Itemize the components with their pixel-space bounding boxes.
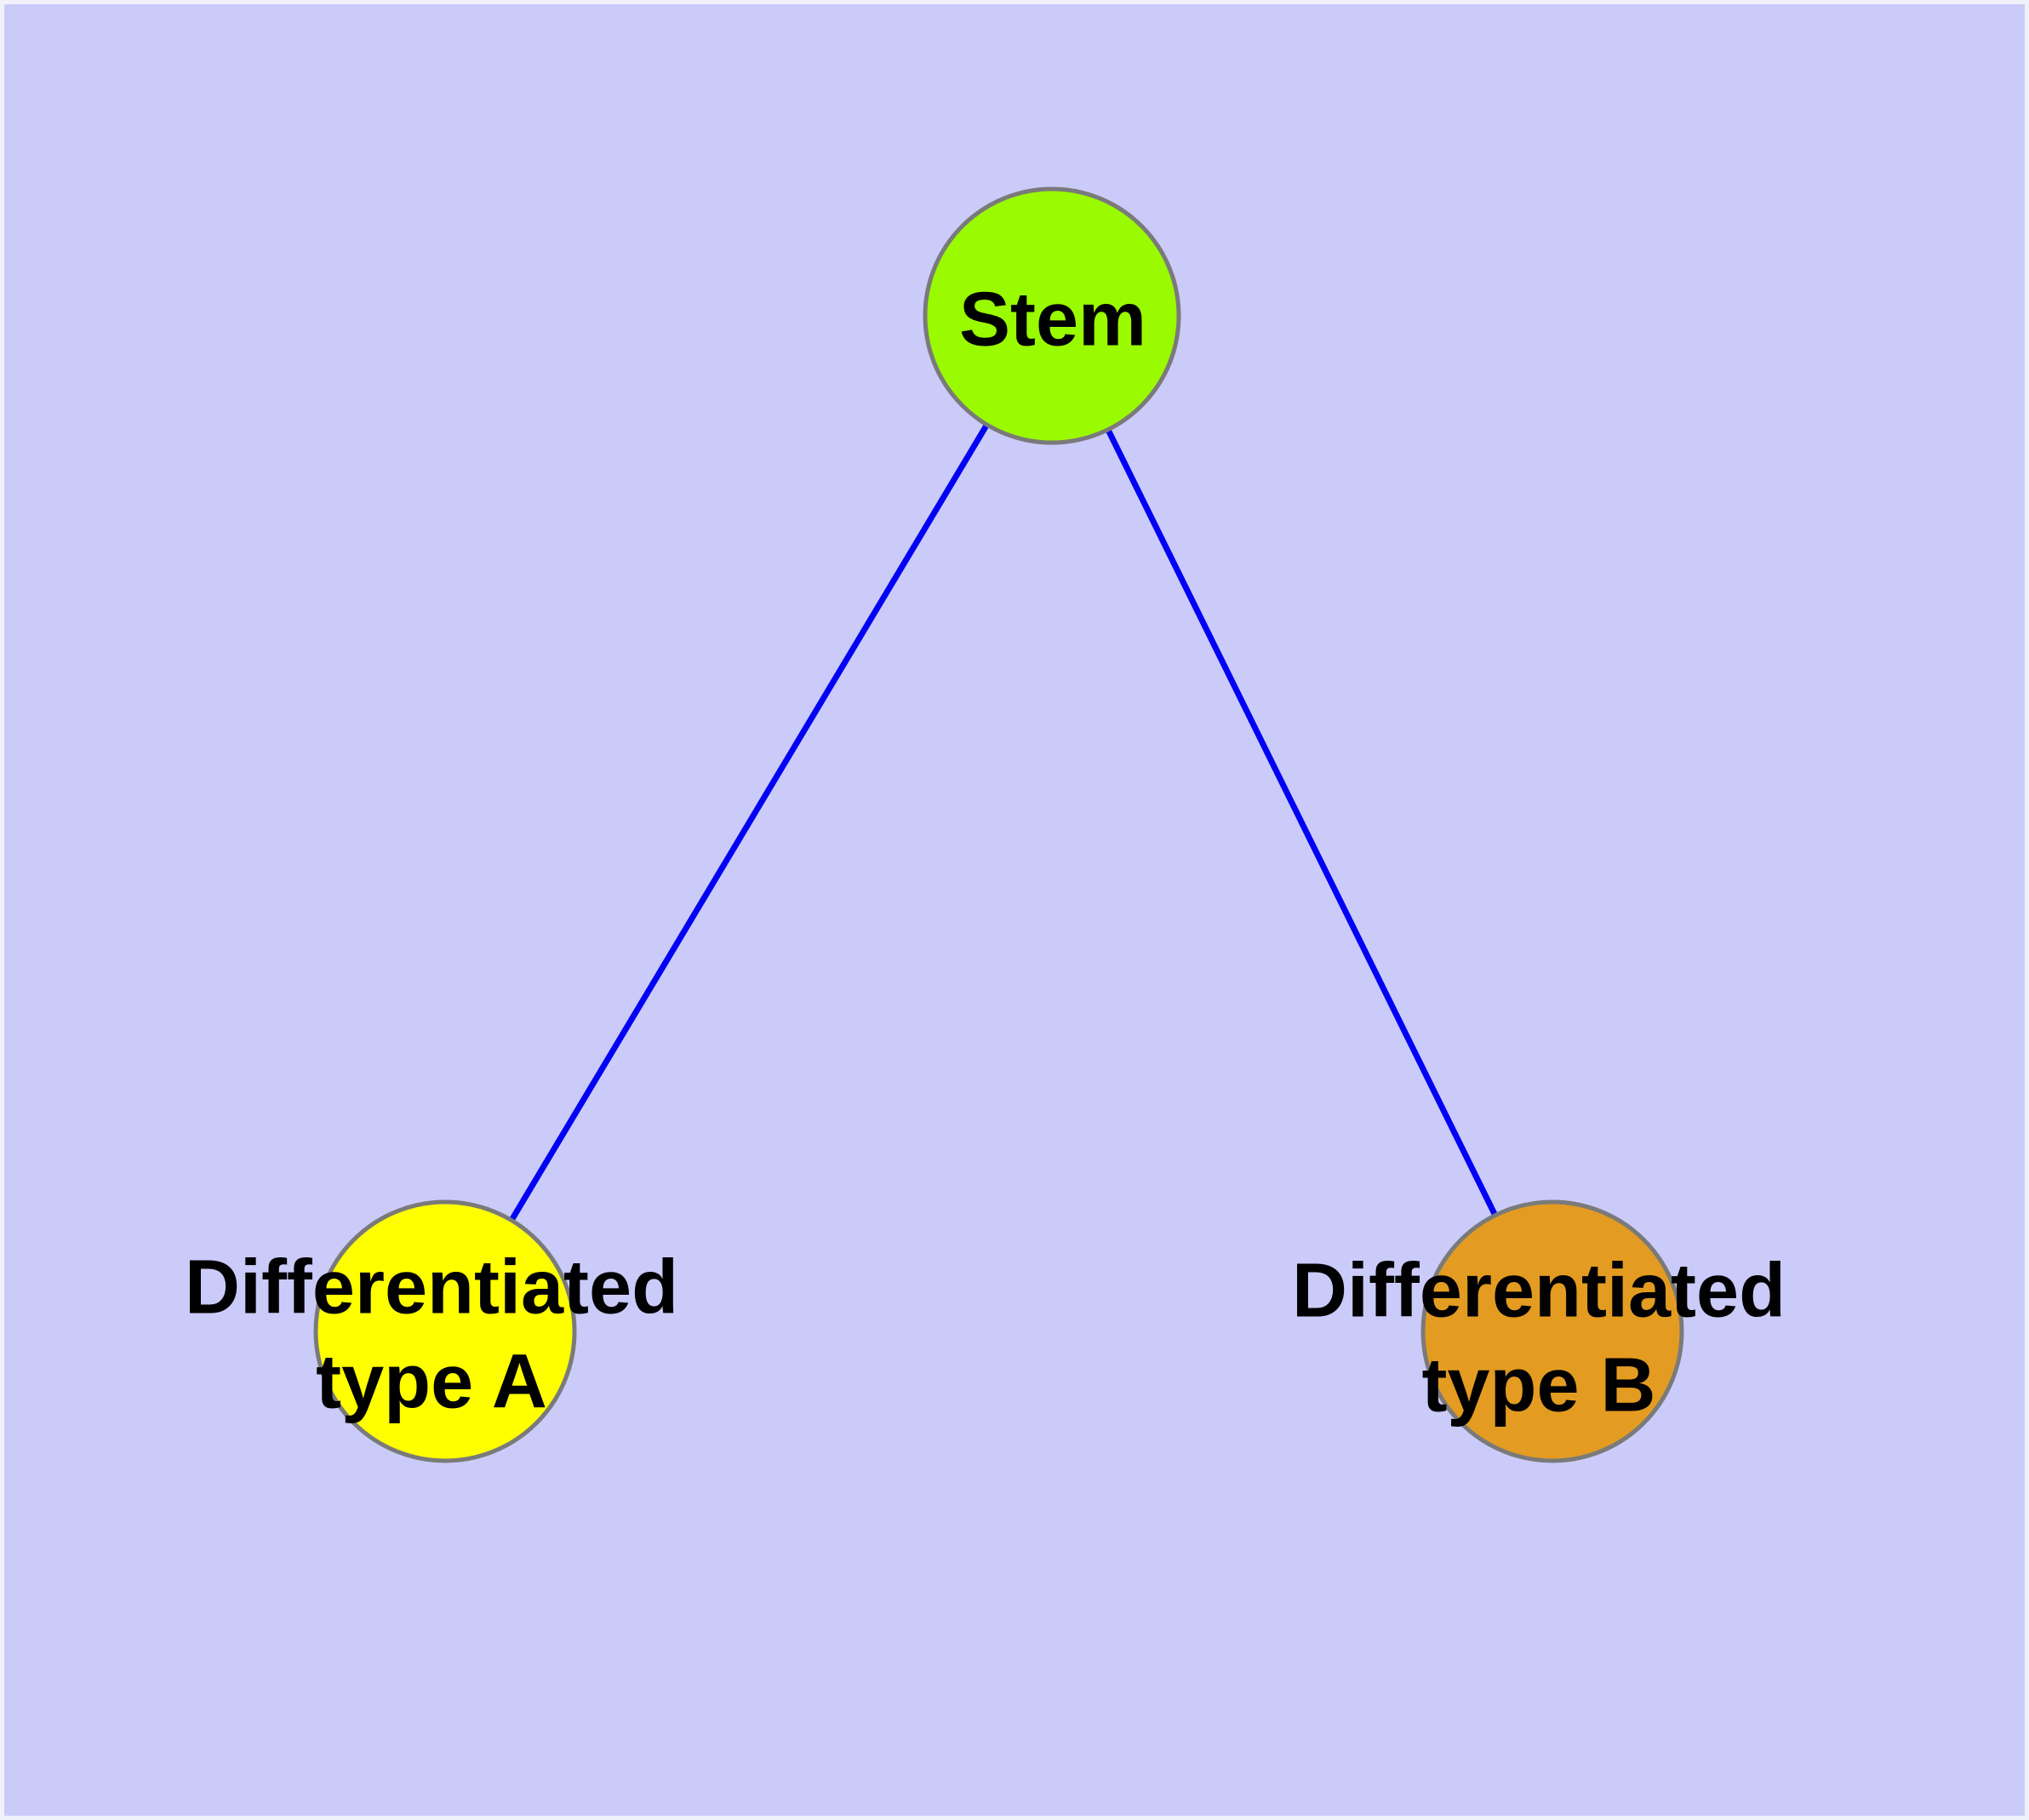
edge-stem-to-type-a <box>442 314 1055 1333</box>
edge-stem-to-type-b <box>1049 314 1556 1333</box>
node-differentiated-type-b-circle[interactable] <box>1420 1199 1684 1463</box>
node-differentiated-type-a-circle[interactable] <box>313 1199 577 1463</box>
node-stem-circle[interactable] <box>923 186 1181 445</box>
